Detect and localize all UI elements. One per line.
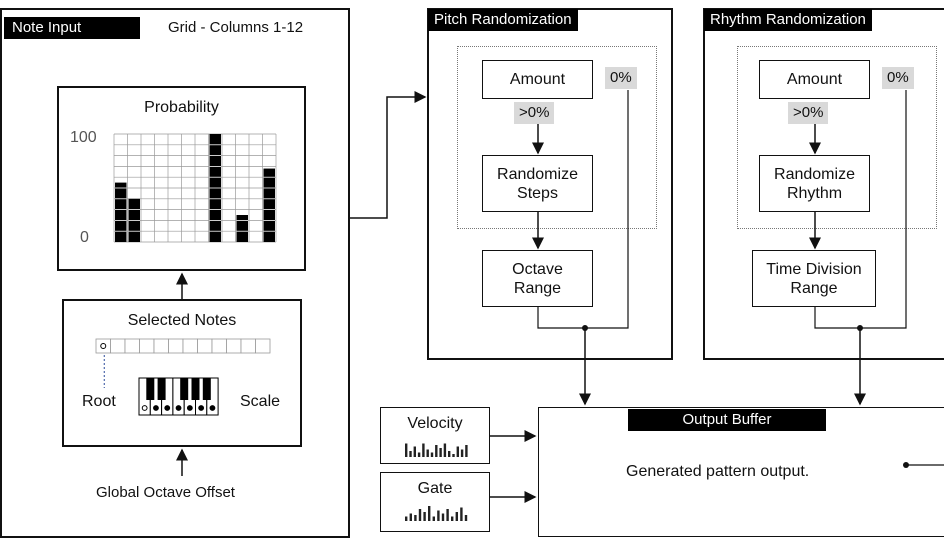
velocity-node: Velocity	[380, 407, 490, 464]
arrow-note-to-pitch	[350, 91, 427, 219]
rhythm-randomization-title: Rhythm Randomization	[704, 9, 872, 31]
pitch-range-node: Octave Range	[482, 250, 593, 307]
pitch-randomization-title: Pitch Randomization	[428, 9, 578, 31]
probability-axis-min: 0	[80, 229, 89, 246]
pitch-range-label: Octave Range	[512, 260, 563, 297]
output-buffer-description: Generated pattern output.	[626, 463, 810, 480]
scale-label: Scale	[240, 393, 281, 410]
grid-label: Grid - Columns 1-12	[168, 19, 304, 36]
output-buffer-title: Output Buffer	[628, 409, 826, 431]
note-input-title: Note Input	[4, 17, 140, 39]
selected-notes-box	[62, 299, 302, 447]
rhythm-amount-value: 0%	[882, 67, 914, 89]
pitch-threshold: >0%	[514, 102, 555, 124]
gate-label: Gate	[417, 480, 453, 497]
pitch-randomize-node: Randomize Steps	[482, 155, 593, 212]
selected-notes-title: Selected Notes	[127, 312, 237, 329]
root-label: Root	[82, 393, 116, 410]
rhythm-amount-node: Amount	[759, 60, 870, 99]
global-octave-offset: Global Octave Offset	[96, 484, 235, 501]
pitch-randomize-label: Randomize Steps	[497, 165, 578, 202]
pitch-amount-node: Amount	[482, 60, 593, 99]
gate-node: Gate	[380, 472, 490, 532]
pitch-amount-value: 0%	[605, 67, 637, 89]
rhythm-randomize-node: Randomize Rhythm	[759, 155, 870, 212]
velocity-label: Velocity	[407, 415, 463, 432]
probability-title: Probability	[144, 99, 219, 116]
rhythm-randomize-label: Randomize Rhythm	[774, 165, 855, 202]
probability-axis-max: 100	[70, 129, 97, 146]
rhythm-range-label: Time Division Range	[766, 260, 862, 297]
rhythm-range-node: Time Division Range	[752, 250, 876, 307]
rhythm-threshold: >0%	[788, 102, 829, 124]
